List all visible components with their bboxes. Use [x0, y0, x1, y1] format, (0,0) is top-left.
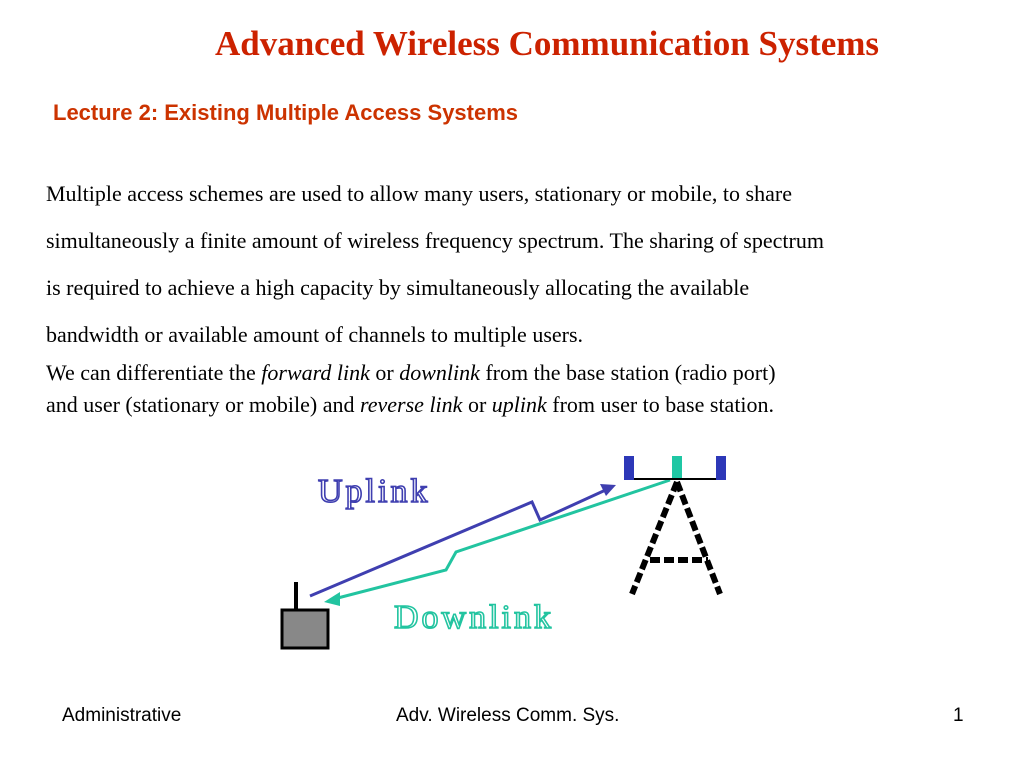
link-paragraph: We can differentiate the forward link or… [46, 357, 1006, 421]
antenna-left-element [624, 456, 634, 480]
footer-left: Administrative [62, 705, 182, 726]
footer-center: Adv. Wireless Comm. Sys. [396, 705, 620, 726]
uplink-arrow [309, 486, 611, 598]
term-forward-link: forward link [261, 360, 370, 385]
text-span: from the base station (radio port) [479, 360, 776, 385]
tower-icon [629, 480, 723, 596]
lecture-subtitle: Lecture 2: Existing Multiple Access Syst… [53, 100, 519, 125]
uplink-label: Uplink [318, 473, 430, 510]
downlink-arrowhead [324, 592, 340, 606]
intro-line-1: Multiple access schemes are used to allo… [46, 181, 792, 206]
downlink-arrow [329, 478, 671, 602]
term-downlink: downlink [399, 360, 480, 385]
link-line-1: We can differentiate the forward link or… [46, 357, 1006, 389]
user-antenna [294, 582, 298, 610]
text-span: and user (stationary or mobile) and [46, 392, 361, 417]
intro-line-4: bandwidth or available amount of channel… [46, 322, 584, 347]
uplink-arrowhead [600, 484, 616, 496]
text-span: from user to base station. [546, 392, 775, 417]
uplink-downlink-diagram: Uplink Downlink [280, 456, 726, 650]
link-line-2: and user (stationary or mobile) and reve… [46, 389, 1006, 421]
intro-line-2: simultaneously a finite amount of wirele… [46, 228, 824, 253]
intro-line-3: is required to achieve a high capacity b… [46, 275, 750, 300]
downlink-label: Downlink [394, 599, 554, 636]
text-span: or [462, 392, 492, 417]
antenna-center-element [672, 456, 682, 480]
text-span: or [369, 360, 400, 385]
slide-title: Advanced Wireless Communication Systems [214, 24, 880, 63]
term-uplink: uplink [491, 392, 547, 417]
user-terminal-icon [280, 608, 330, 650]
term-reverse-link: reverse link [360, 392, 463, 417]
intro-paragraph: Multiple access schemes are used to allo… [46, 170, 1006, 358]
antenna-right-element [716, 456, 726, 480]
page-number: 1 [953, 705, 964, 726]
text-span: We can differentiate the [46, 360, 262, 385]
